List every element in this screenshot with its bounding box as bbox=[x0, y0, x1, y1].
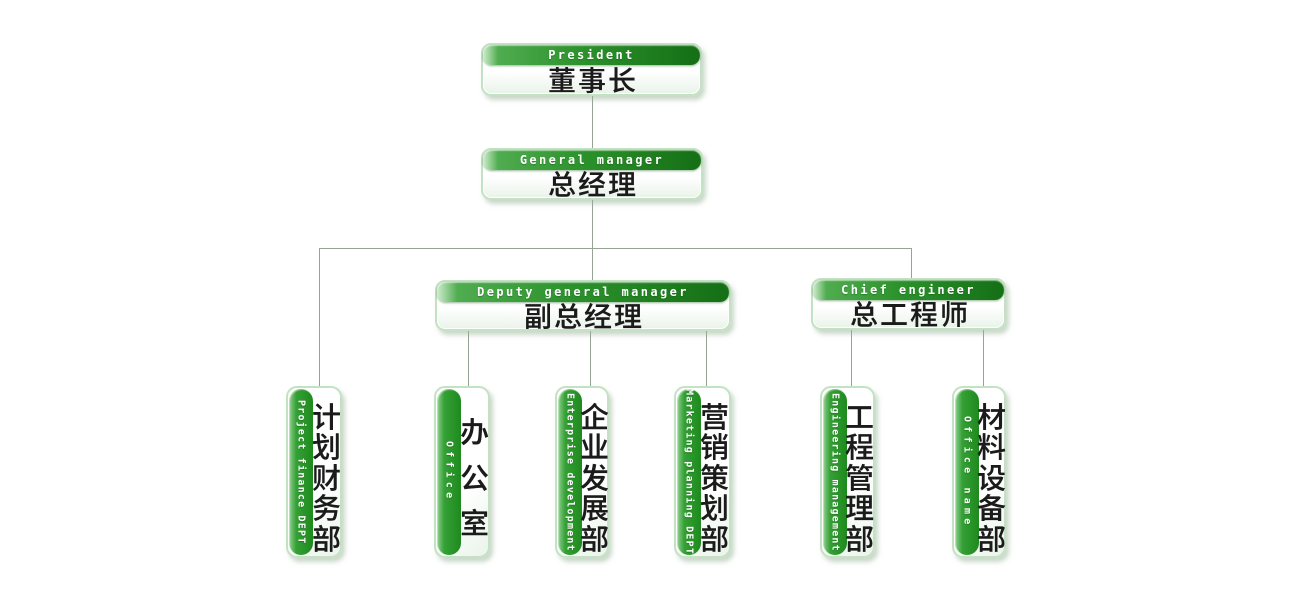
connector-chief-to-engineering-management bbox=[851, 330, 852, 386]
node-engineering-management-capsule: Engineering management bbox=[823, 389, 847, 555]
node-materials-equipment-dept-capsule: Office name bbox=[955, 389, 979, 555]
node-marketing-planning-dept: Marketing planning DEPT bbox=[674, 386, 731, 558]
node-enterprise-development-title-zh bbox=[580, 388, 608, 556]
node-chief-engineer-header: Chief engineer bbox=[813, 280, 1004, 300]
node-general-manager-title-zh bbox=[483, 170, 701, 198]
node-chief-engineer-title-en: Chief engineer bbox=[841, 283, 976, 297]
node-marketing-planning-dept-title-zh bbox=[700, 388, 729, 556]
node-deputy-general-manager-header: Deputy general manager bbox=[437, 282, 729, 302]
node-project-finance-dept-title-en: Project finance DEPT bbox=[295, 399, 307, 545]
connector-deputy-to-office bbox=[468, 331, 469, 386]
node-president-title-zh bbox=[483, 65, 700, 94]
node-office: Office bbox=[434, 386, 490, 558]
node-office-title-en: Office bbox=[443, 441, 455, 503]
node-general-manager-title-en: General manager bbox=[519, 153, 665, 167]
node-materials-equipment-dept-title-zh bbox=[977, 388, 1005, 556]
connector-general-manager-to-bus bbox=[592, 200, 593, 248]
node-project-finance-dept: Project finance DEPT bbox=[286, 386, 342, 558]
connector-deputy-to-marketing-planning bbox=[706, 331, 707, 386]
node-enterprise-development: Enterprise development bbox=[555, 386, 609, 558]
connector-president-to-general-manager bbox=[592, 96, 593, 148]
connector-chief-to-materials-equipment bbox=[983, 330, 984, 386]
connector-bus-to-chief-engineer bbox=[911, 248, 912, 278]
node-enterprise-development-title-en: Enterprise development bbox=[564, 392, 576, 552]
node-deputy-general-manager-title-zh bbox=[437, 302, 729, 329]
connector-bus-horizontal bbox=[319, 248, 912, 249]
connector-deputy-to-enterprise-development bbox=[590, 331, 591, 386]
node-project-finance-dept-capsule: Project finance DEPT bbox=[289, 389, 313, 555]
node-engineering-management: Engineering management bbox=[820, 386, 875, 558]
node-materials-equipment-dept-title-en: Office name bbox=[961, 415, 973, 529]
connector-bus-to-project-finance-dept bbox=[319, 248, 320, 386]
node-deputy-general-manager-title-en: Deputy general manager bbox=[477, 285, 689, 299]
node-engineering-management-title-en: Engineering management bbox=[829, 392, 841, 552]
node-enterprise-development-capsule: Enterprise development bbox=[558, 389, 582, 555]
node-engineering-management-title-zh bbox=[845, 388, 874, 556]
node-office-title-zh bbox=[460, 388, 488, 556]
node-office-capsule: Office bbox=[437, 389, 461, 555]
node-president-title-en: President bbox=[548, 48, 635, 62]
connector-bus-to-deputy-general-manager bbox=[592, 248, 593, 280]
node-president-header: President bbox=[483, 45, 700, 65]
node-deputy-general-manager: Deputy general manager bbox=[435, 280, 731, 331]
node-president: President bbox=[481, 43, 702, 96]
node-project-finance-dept-title-zh bbox=[312, 388, 340, 556]
node-marketing-planning-dept-title-en: Marketing planning DEPT bbox=[683, 389, 695, 555]
node-general-manager: General manager bbox=[481, 148, 703, 200]
node-marketing-planning-dept-capsule: Marketing planning DEPT bbox=[677, 389, 701, 555]
node-materials-equipment-dept: Office name bbox=[952, 386, 1006, 558]
node-general-manager-header: General manager bbox=[483, 150, 701, 170]
node-chief-engineer-title-zh bbox=[813, 300, 1004, 328]
node-chief-engineer: Chief engineer bbox=[811, 278, 1006, 330]
